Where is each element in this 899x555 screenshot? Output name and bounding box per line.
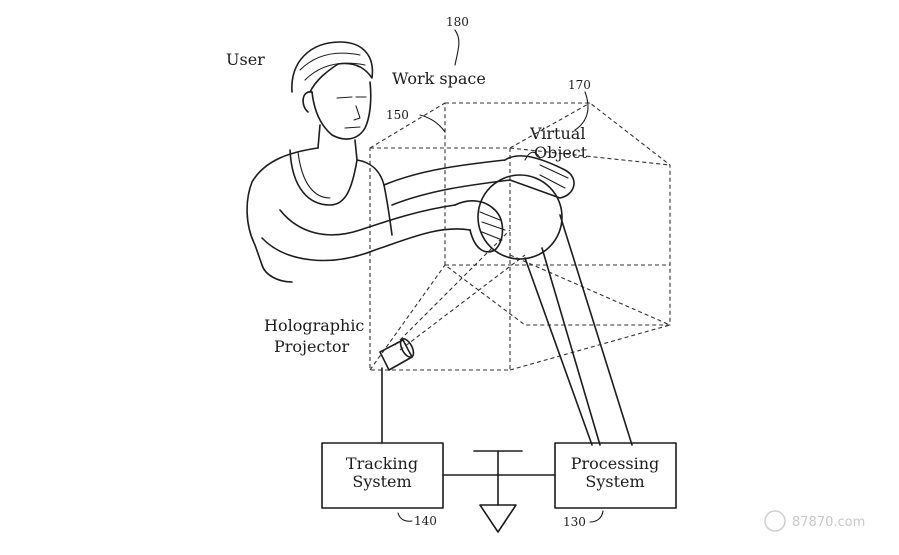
holographic-projector [379, 338, 415, 371]
tracking-system-box [321, 442, 444, 509]
label-work-space: Work space [392, 69, 486, 88]
label-projector: Projector [274, 337, 350, 356]
processing-system-box [554, 442, 677, 509]
leader-170 [574, 91, 589, 131]
ref-170: 170 [568, 78, 591, 92]
watermark-text: 87870.com [792, 515, 865, 530]
ref-180: 180 [446, 15, 469, 29]
watermark-logo-icon [764, 510, 786, 532]
virtual-object-sphere [477, 174, 563, 260]
cube-front-face [369, 147, 511, 371]
label-object: Object [534, 143, 588, 162]
label-tracking-system: System [352, 472, 411, 491]
system-wiring [381, 367, 556, 506]
ground-symbol-icon [479, 504, 517, 533]
leader-150 [419, 114, 446, 133]
label-virtual: Virtual [529, 124, 585, 143]
leader-130 [589, 510, 604, 523]
leader-140 [397, 512, 413, 522]
label-processing: Processing [571, 454, 660, 473]
label-processing-system: System [585, 472, 644, 491]
leader-180 [454, 29, 460, 66]
ref-150: 150 [386, 108, 409, 122]
tracking-rays [524, 214, 633, 446]
label-user: User [226, 50, 265, 69]
work-space-cube [369, 102, 671, 371]
ref-140: 140 [414, 514, 437, 528]
label-holographic: Holographic [264, 316, 364, 335]
watermark: 87870.com [764, 510, 865, 532]
user-figure [246, 41, 575, 283]
ref-130: 130 [563, 515, 586, 529]
label-tracking: Tracking [346, 454, 418, 473]
